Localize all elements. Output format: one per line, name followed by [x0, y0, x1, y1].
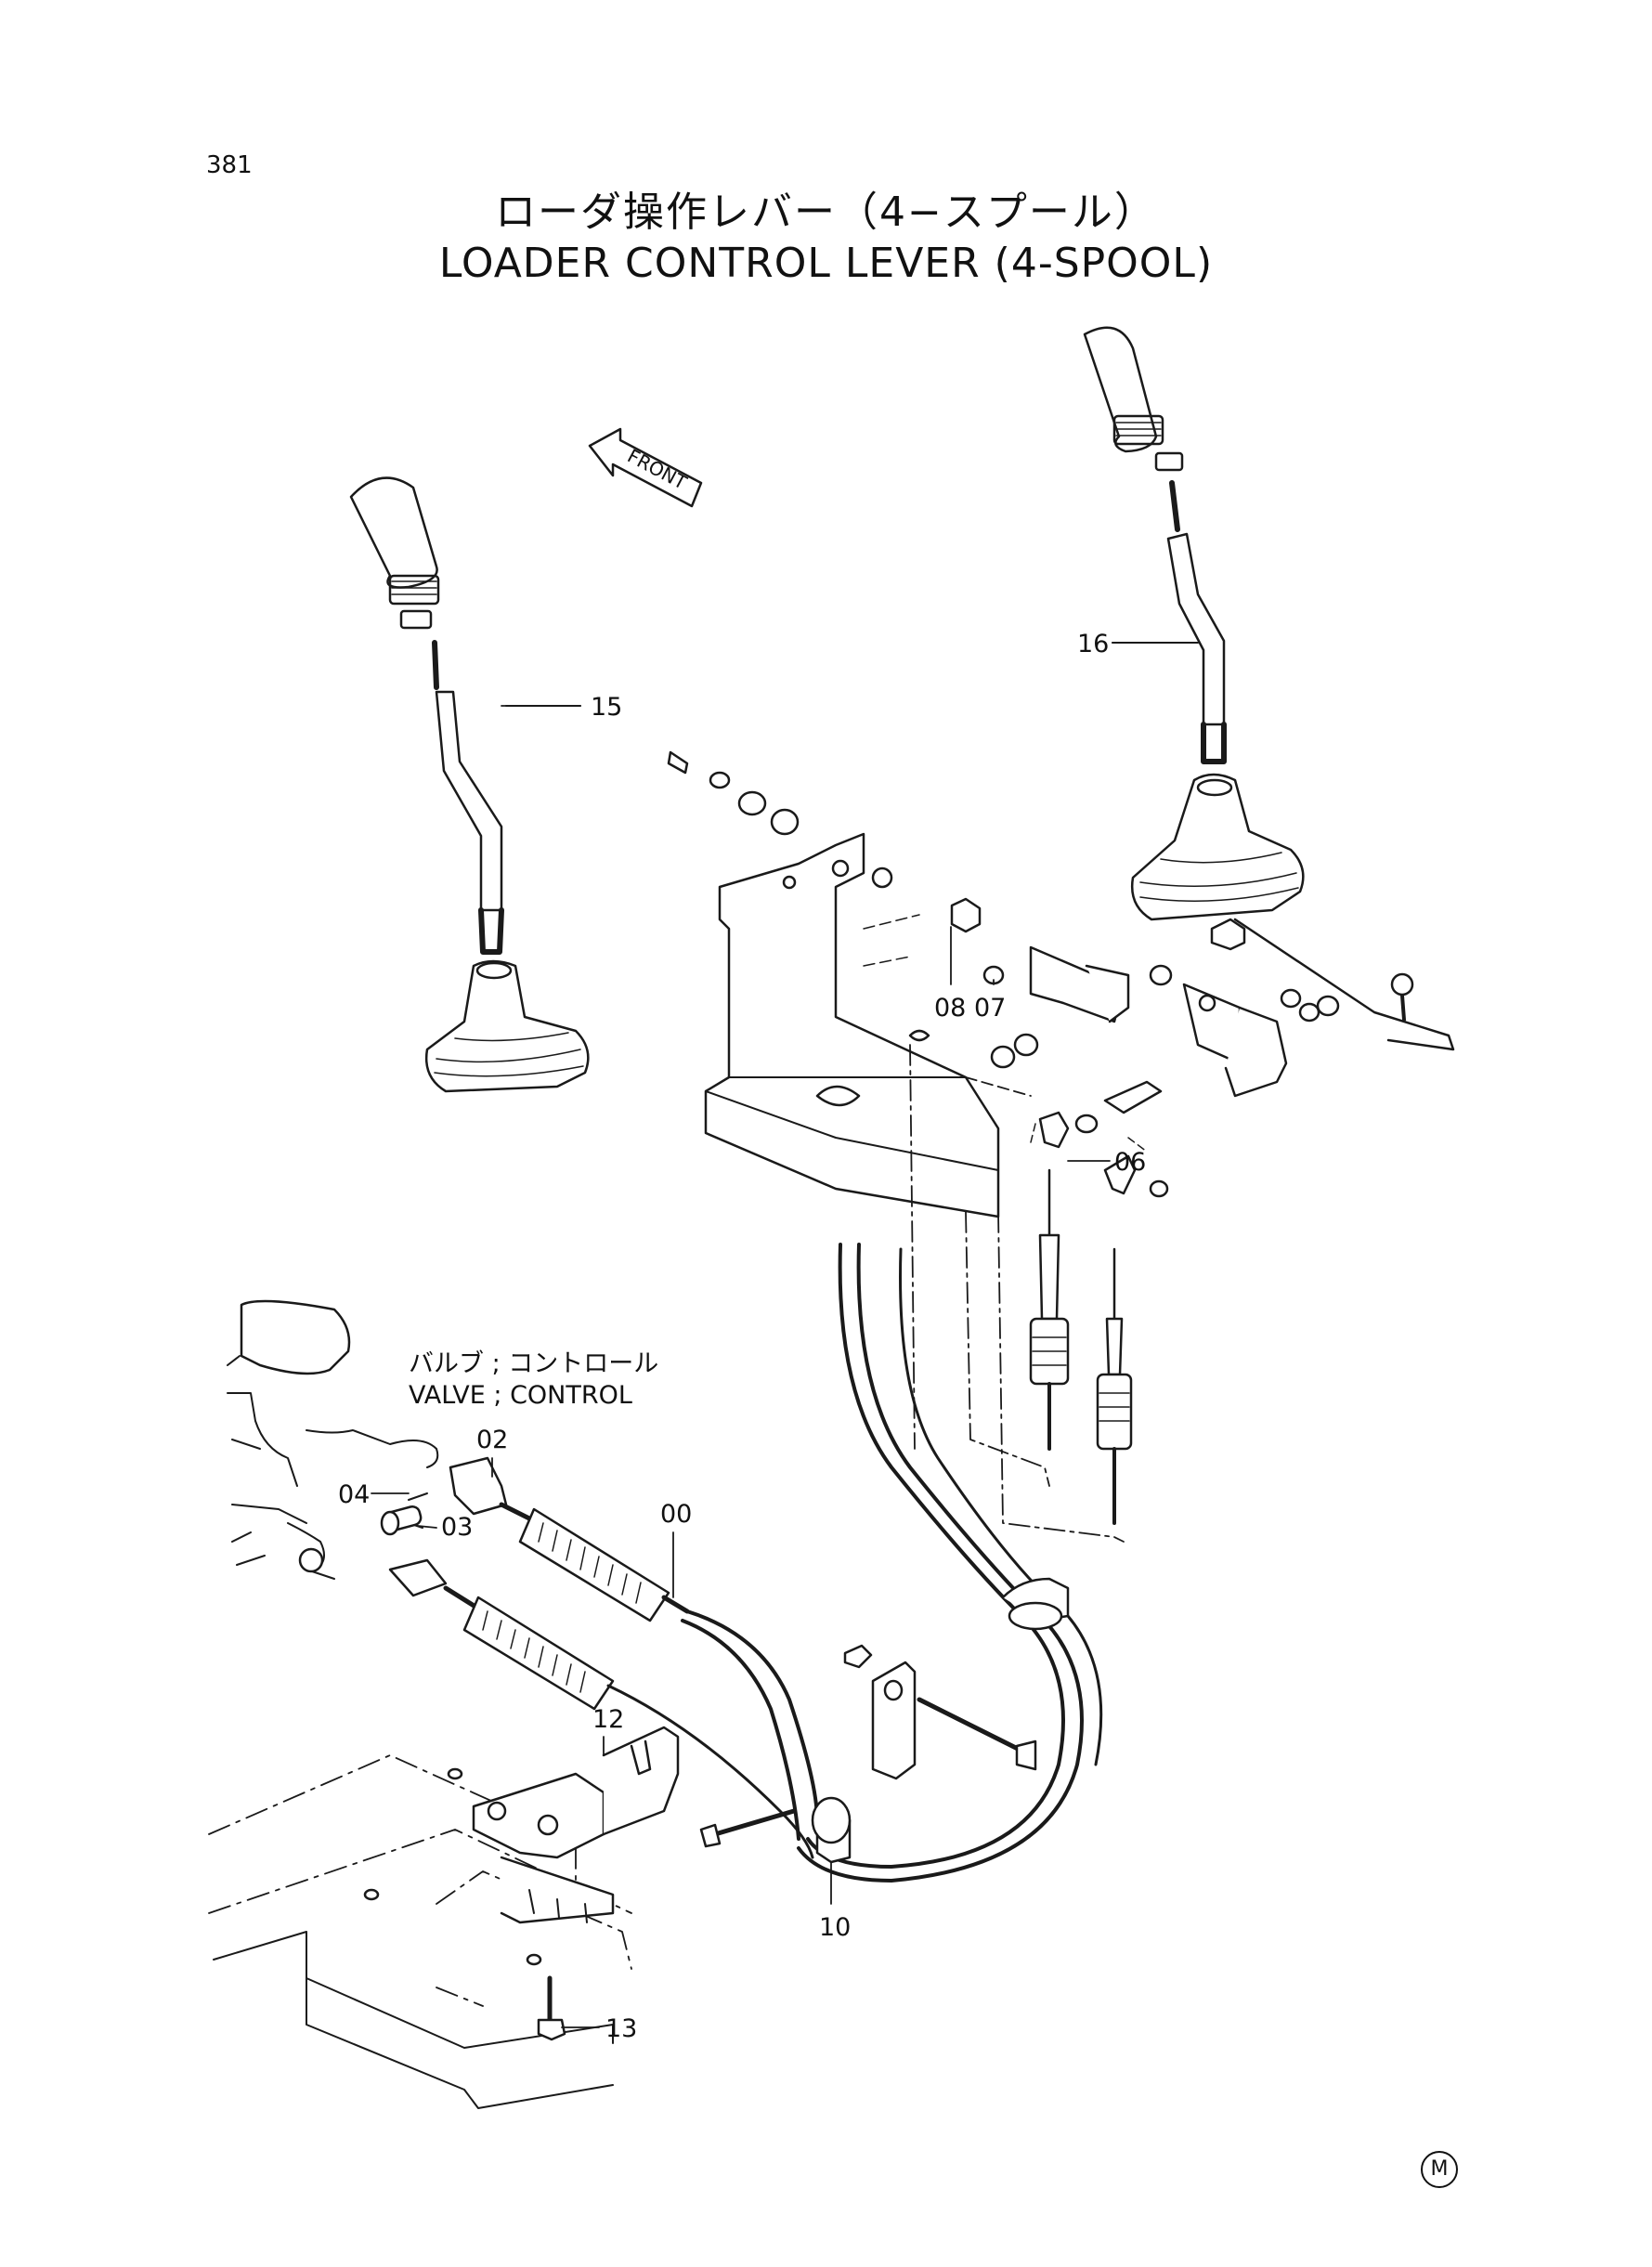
front-arrow: FRONT [588, 427, 703, 508]
valve-label-jp: バルブ ; コントロール [409, 1349, 659, 1378]
page-number: 381 [206, 151, 253, 179]
corner-mark: M [1421, 2151, 1458, 2188]
leader-lines [371, 642, 1199, 2028]
callout-04: 04 [338, 1480, 371, 1509]
bracket-hardware [667, 750, 1340, 1198]
valve-label: バルブ ; コントロール VALVE ; CONTROL [409, 1348, 658, 1412]
left-lever-assembly [349, 476, 590, 1093]
upper-cables [909, 1044, 1133, 1543]
right-lever-assembly [1083, 326, 1455, 1051]
callout-08: 08 [934, 994, 967, 1023]
callout-06: 06 [1114, 1148, 1147, 1177]
callout-07: 07 [974, 994, 1007, 1023]
control-valve [227, 1299, 439, 1580]
callout-10: 10 [819, 1913, 852, 1942]
callout-15: 15 [591, 693, 623, 722]
title-english: LOADER CONTROL LEVER (4-SPOOL) [438, 240, 1214, 287]
cable-loops [797, 1243, 1103, 1883]
callout-13: 13 [605, 2014, 638, 2043]
title-japanese: ローダ操作レバー（4−スプール） [495, 189, 1157, 236]
callout-02: 02 [476, 1426, 509, 1454]
callout-03: 03 [441, 1513, 474, 1542]
bracket-12 [472, 1726, 680, 1924]
callout-00: 00 [660, 1500, 693, 1529]
cable-lower [443, 1585, 814, 1859]
callout-16: 16 [1077, 630, 1110, 658]
clamp-10 [699, 1644, 1037, 1864]
bolt-13 [537, 1975, 566, 2041]
cable-upper [499, 1502, 819, 1841]
center-bracket [704, 832, 1032, 1218]
callout-12: 12 [592, 1705, 625, 1734]
valve-label-en: VALVE ; CONTROL [409, 1380, 632, 1410]
